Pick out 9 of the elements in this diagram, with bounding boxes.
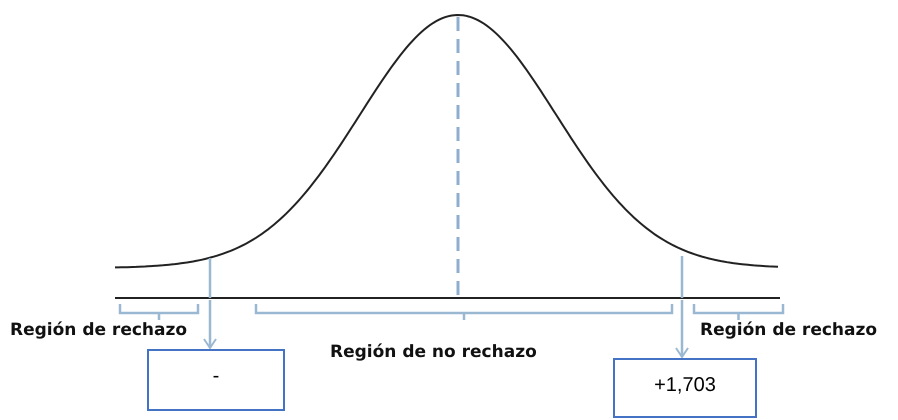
- arrow: [203, 300, 217, 349]
- critical-value: -: [212, 365, 220, 388]
- critical-value: +1,703: [653, 374, 717, 397]
- arrow: [675, 300, 689, 358]
- region-label: Región de no rechazo: [330, 342, 537, 362]
- value-box: [147, 349, 285, 411]
- region-label: Región de rechazo: [700, 320, 878, 340]
- value-box: [613, 358, 757, 418]
- region-label: Región de rechazo: [10, 320, 188, 340]
